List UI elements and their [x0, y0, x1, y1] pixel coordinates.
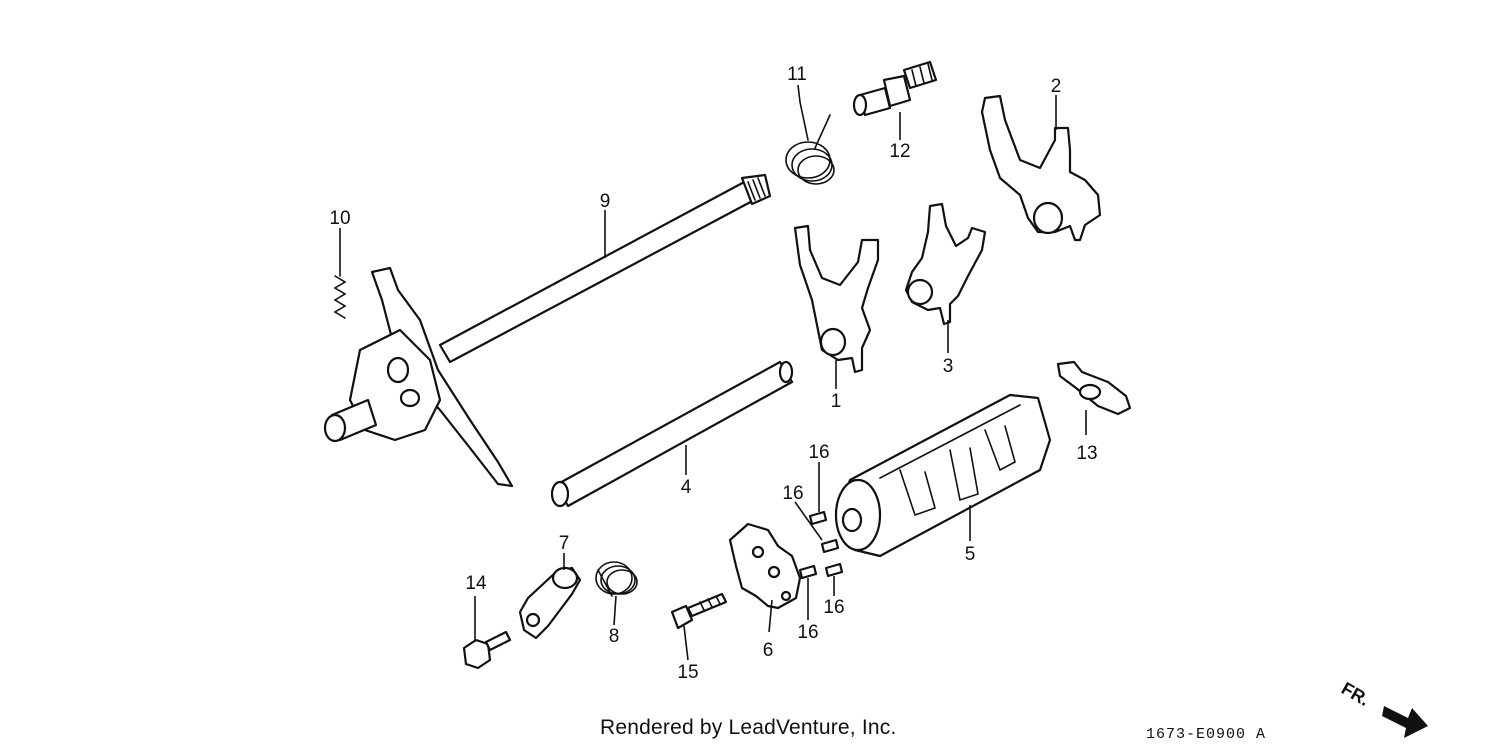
- dowel-pins-part-16[interactable]: [798, 510, 844, 580]
- front-label: FR.: [1338, 678, 1373, 710]
- bolt-part-15[interactable]: [670, 592, 728, 630]
- callout-16-mid: 16: [782, 483, 803, 504]
- flange-bolt-part-14[interactable]: [462, 630, 512, 670]
- diagram-code: 1673-E0900 A: [1146, 726, 1267, 743]
- callout-9: 9: [600, 191, 611, 212]
- callout-16-bottom-right: 16: [823, 597, 844, 618]
- shift-fork-part-2[interactable]: [980, 94, 1102, 242]
- guide-plate-part-13[interactable]: [1056, 360, 1132, 416]
- callout-13: 13: [1076, 443, 1097, 464]
- leader-lines: [339, 84, 1087, 661]
- spring-part-10[interactable]: [333, 267, 347, 319]
- callout-11: 11: [787, 64, 807, 85]
- callout-1: 1: [831, 391, 842, 412]
- front-direction-indicator: FR.: [1338, 678, 1428, 738]
- callout-8: 8: [609, 626, 620, 647]
- fork-shaft-part-4[interactable]: [550, 360, 794, 508]
- callout-12: 12: [889, 141, 910, 162]
- callout-16-bottom-left: 16: [797, 622, 818, 643]
- callout-16-top: 16: [808, 442, 829, 463]
- callout-4: 4: [681, 477, 692, 498]
- torsion-spring-part-11[interactable]: [785, 101, 835, 185]
- callout-15: 15: [677, 662, 698, 683]
- shift-fork-part-1[interactable]: [793, 224, 880, 374]
- callout-10: 10: [329, 208, 350, 229]
- shift-fork-part-3[interactable]: [904, 202, 987, 326]
- shift-drum-part-5[interactable]: [834, 393, 1052, 558]
- callout-3: 3: [943, 356, 954, 377]
- pin-bolt-part-12[interactable]: [852, 60, 938, 117]
- callout-14: 14: [465, 573, 487, 594]
- callout-6: 6: [763, 640, 774, 661]
- front-arrow-icon: [1382, 706, 1428, 738]
- callout-5: 5: [965, 544, 976, 565]
- return-spring-part-8[interactable]: [595, 561, 638, 597]
- drum-center-part-6[interactable]: [728, 522, 802, 610]
- callout-2: 2: [1051, 76, 1062, 97]
- footer-credit: Rendered by LeadVenture, Inc.: [600, 716, 897, 739]
- gearshift-spindle-part-9[interactable]: [323, 173, 772, 488]
- callout-7: 7: [559, 533, 570, 554]
- stopper-arm-part-7[interactable]: [518, 566, 582, 640]
